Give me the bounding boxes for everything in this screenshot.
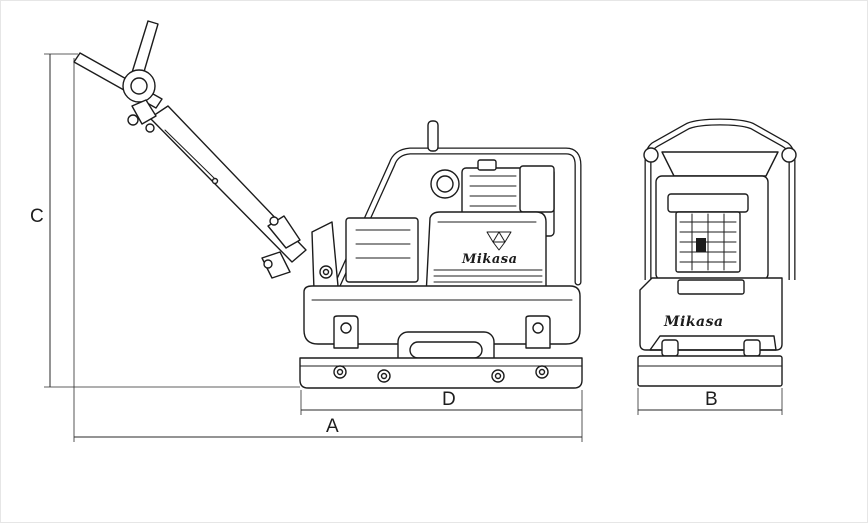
brand-logo-side: Mikasa <box>461 252 518 267</box>
brand-emblem-icon <box>486 231 512 251</box>
roll-bar-inner <box>333 148 581 291</box>
front-shock-left <box>661 339 679 357</box>
lifting-hook <box>427 120 439 152</box>
plate-bolt-4-inner <box>538 368 546 376</box>
dimension-lines: C A D B <box>30 53 783 442</box>
handle <box>73 20 307 279</box>
shock-bolt-right <box>532 322 544 334</box>
brand-logo-front: Mikasa <box>663 314 724 330</box>
front-engine-shadow <box>696 238 706 252</box>
vibrator-slot <box>409 341 483 359</box>
front-engine-ribs <box>691 213 725 271</box>
shroud-vents <box>433 269 543 289</box>
front-tank <box>661 151 779 177</box>
shock-mounts <box>333 315 551 349</box>
handle-arm-detail <box>164 129 215 179</box>
plate-bolt-1-inner <box>336 368 344 376</box>
front-shock-line <box>649 335 777 351</box>
handle-arm-bolt <box>211 177 219 185</box>
front-bar-knob-right <box>781 147 797 163</box>
dim-label-a: A <box>326 416 339 437</box>
side-cover-lines <box>355 229 411 259</box>
engine-fins <box>469 175 517 207</box>
side-cover <box>345 217 419 283</box>
handle-bracket <box>311 221 339 291</box>
engine-tank <box>519 165 555 213</box>
shock-bolt-left <box>340 322 352 334</box>
front-engine-top <box>667 193 749 213</box>
plate-bolt-2-inner <box>380 372 388 380</box>
dim-label-b: B <box>705 389 718 410</box>
handle-clamp <box>261 251 291 279</box>
dim-label-c: C <box>30 206 44 227</box>
side-view: Mikasa <box>73 20 583 389</box>
handle-hub-inner <box>130 77 148 95</box>
front-view: Mikasa <box>637 118 797 387</box>
damper-bolt-top <box>269 216 279 226</box>
engine-shroud <box>425 211 547 297</box>
clamp-bolt <box>263 259 273 269</box>
front-base-plate <box>637 355 783 387</box>
handle-arm <box>149 105 307 263</box>
front-exciter-cap <box>677 279 745 295</box>
throttle-bolt <box>145 123 155 133</box>
base-plate-bolts <box>333 365 549 383</box>
air-cleaner-cap <box>436 175 454 193</box>
throttle-lever <box>131 99 157 125</box>
front-shock-right <box>743 339 761 357</box>
bracket-pivot-inner <box>322 268 330 276</box>
front-bar-knob-left <box>643 147 659 163</box>
dim-label-d: D <box>442 389 456 410</box>
plate-bolt-3-inner <box>494 372 502 380</box>
engine-cap <box>477 159 497 171</box>
throttle-knob <box>127 114 139 126</box>
